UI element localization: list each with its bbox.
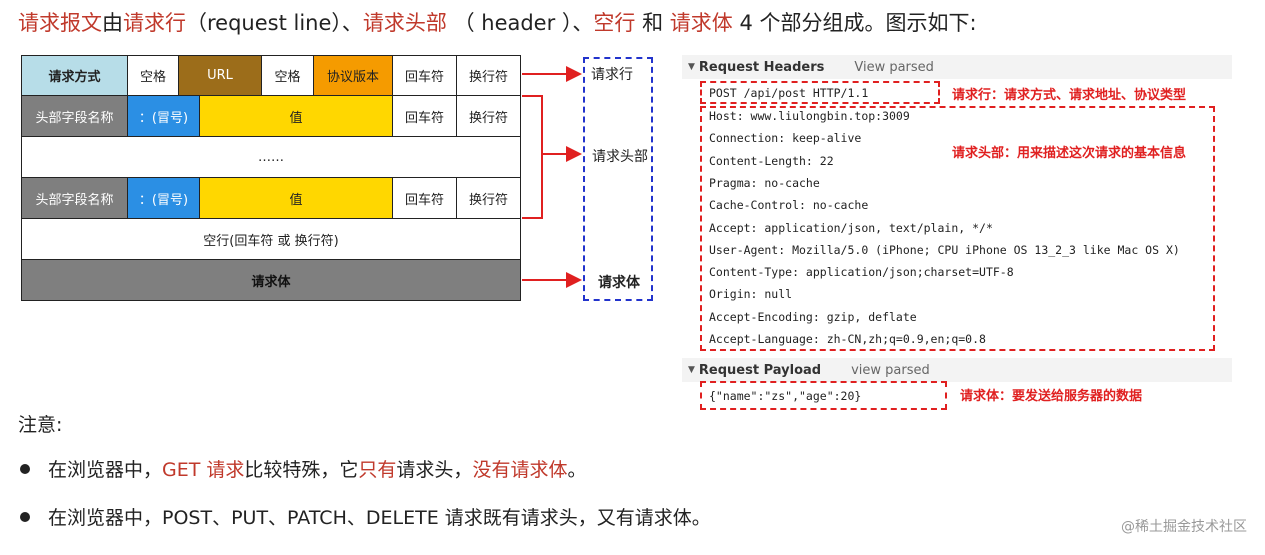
header-line: Connection: keep-alive [709,131,862,146]
bullet-get: 在浏览器中，GET 请求比较特殊，它只有请求头，没有请求体。 [20,455,586,482]
bullet-post: 在浏览器中，POST、PUT、PATCH、DELETE 请求既有请求头，又有请求… [20,503,711,530]
bullet-text: 在浏览器中，GET 请求比较特殊，它只有请求头，没有请求体。 [48,459,586,481]
cell-space-2: 空格 [261,55,314,96]
cell-cr: 回车符 [392,95,457,137]
bracket-headers [522,95,543,219]
highlight-text: 空行 [593,11,636,35]
header-line: Host: www.liulongbin.top:3009 [709,109,910,123]
view-parsed-link[interactable]: View parsed [854,59,934,75]
bullet-dot-icon [20,511,30,522]
labels-bracket [583,57,653,301]
label-request-headers: 请求头部 [592,149,648,165]
cell-lf: 换行符 [456,55,521,96]
note-heading: 注意: [18,414,63,436]
diagram-arrows [522,66,582,288]
header-line: Cache-Control: no-cache [709,198,869,213]
header-line: Accept-Language: zh-CN,zh;q=0.9,en;q=0.8 [709,332,986,346]
text-segment: 在浏览器中， [48,459,163,481]
text-segment: （request line）、 [186,11,363,35]
request-headers-title: Request Headers [698,59,825,75]
page-title: 请求报文由请求行（request line）、请求头部 （ header ）、空… [18,6,977,40]
highlight-text: GET 请求 [162,459,245,481]
request-payload-section[interactable]: ▼ Request Payload view parsed [682,358,1232,382]
annotation-request-body: 请求体：要发送给服务器的数据 [960,389,1143,404]
label-request-body: 请求体 [598,275,640,291]
text-segment: 比较特殊，它 [244,459,359,481]
view-parsed-link[interactable]: view parsed [851,362,930,378]
text-segment: 和 [635,11,670,35]
cell-body: 请求体 [21,259,521,301]
collapse-triangle-icon[interactable]: ▼ [688,365,695,375]
header-line: Accept: application/json, text/plain, */… [709,220,993,235]
cell-value: 值 [199,95,393,137]
payload-highlight-box [700,381,947,410]
cell-url: URL [178,55,262,96]
bullet-dot-icon [20,463,30,474]
request-line-text: POST /api/post HTTP/1.1 [709,86,869,100]
request-headers-highlight-box [700,106,1215,351]
request-line-highlight-box [700,81,940,104]
highlight-text: 请求头部 [362,11,447,35]
header-line: Origin: null [709,287,793,302]
text-segment: 由 [102,11,123,35]
cell-blank-line: 空行(回车符 或 换行符) [21,218,521,260]
highlight-text: 请求报文 [18,11,102,35]
text-segment: 。 [567,459,587,481]
header-line: Content-Type: application/json;charset=U… [709,265,1014,280]
annotation-request-line: 请求行：请求方式、请求地址、协议类型 [952,88,1187,103]
cell-method: 请求方式 [21,55,128,96]
payload-text: {"name":"zs","age":20} [709,389,862,403]
highlight-text: 只有 [358,459,397,481]
cell-header-name: 头部字段名称 [21,95,128,137]
cell-lf: 换行符 [456,95,521,137]
label-request-line: 请求行 [591,67,633,83]
header-line: User-Agent: Mozilla/5.0 (iPhone; CPU iPh… [709,242,1180,257]
collapse-triangle-icon[interactable]: ▼ [688,62,695,72]
request-headers-section[interactable]: ▼ Request Headers View parsed [682,55,1232,79]
highlight-text: 没有请求体 [472,459,568,481]
header-line: Pragma: no-cache [709,175,820,190]
highlight-text: 请求行 [123,11,186,35]
cell-cr: 回车符 [392,177,457,219]
cell-space-1: 空格 [127,55,179,96]
bullet-text: 在浏览器中，POST、PUT、PATCH、DELETE 请求既有请求头，又有请求… [48,507,711,529]
annotation-request-headers: 请求头部：用来描述这次请求的基本信息 [952,146,1187,161]
header-line: Accept-Encoding: gzip, deflate [709,309,917,324]
highlight-text: 请求体 [669,11,733,35]
text-segment: 4 个部分组成。图示如下: [732,11,977,35]
request-payload-title: Request Payload [698,362,822,378]
cell-colon: ：(冒号) [127,177,200,219]
header-line: Content-Length: 22 [709,153,834,168]
watermark: @稀土掘金技术社区 [1121,519,1247,535]
cell-version: 协议版本 [313,55,393,96]
text-segment: 请求头， [396,459,473,481]
cell-value: 值 [199,177,393,219]
cell-lf: 换行符 [456,177,521,219]
cell-header-name: 头部字段名称 [21,177,128,219]
devtools-panel [682,55,1232,412]
text-segment: （ header ）、 [446,11,594,35]
